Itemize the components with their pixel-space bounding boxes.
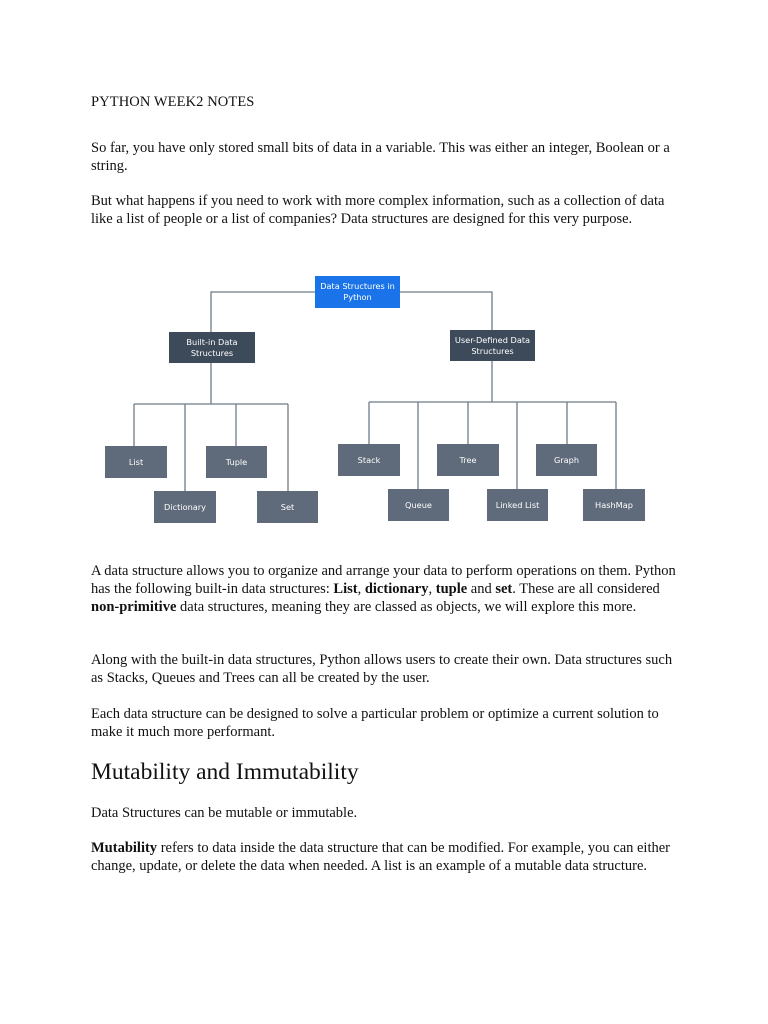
svg-text:Built-in Data: Built-in Data (186, 337, 237, 347)
bold-list: List (333, 581, 358, 597)
svg-text:Tree: Tree (458, 455, 476, 465)
node-set: Set (257, 491, 318, 523)
bold-dictionary: dictionary (364, 581, 429, 597)
svg-text:HashMap: HashMap (595, 500, 633, 510)
node-built-in: Built-in Data Structures (169, 332, 255, 363)
performance-paragraph: Each data structure can be designed to s… (91, 706, 659, 740)
node-user-defined: User-Defined Data Structures (450, 330, 535, 361)
node-queue: Queue (388, 489, 449, 521)
svg-text:Dictionary: Dictionary (164, 502, 206, 512)
bold-mutability: Mutability (91, 840, 158, 856)
mutability-paragraph: Mutability refers to data inside the dat… (91, 840, 671, 874)
intro-paragraph: So far, you have only stored small bits … (91, 140, 670, 174)
bold-non-primitive: non-primitive (91, 599, 177, 615)
user-defined-paragraph: Along with the built-in data structures,… (91, 652, 673, 686)
node-linked-list: Linked List (487, 489, 548, 521)
node-hashmap: HashMap (583, 489, 645, 521)
node-graph: Graph (536, 444, 597, 476)
svg-text:Structures: Structures (471, 346, 513, 356)
question-paragraph: But what happens if you need to work wit… (91, 193, 665, 227)
node-root: Data Structures in Python (315, 276, 400, 308)
svg-text:Data Structures in: Data Structures in (320, 281, 395, 291)
connector-lines (133, 291, 617, 491)
node-tree: Tree (437, 444, 499, 476)
svg-text:List: List (129, 457, 144, 467)
svg-text:Graph: Graph (554, 455, 579, 465)
svg-text:Queue: Queue (405, 500, 432, 510)
data-structure-paragraph: A data structure allows you to organize … (91, 563, 676, 615)
bold-set: set (495, 581, 513, 597)
svg-text:Python: Python (343, 292, 371, 302)
svg-text:User-Defined Data: User-Defined Data (455, 335, 530, 345)
svg-text:Tuple: Tuple (225, 457, 247, 467)
bold-tuple: tuple (435, 581, 468, 597)
svg-text:Structures: Structures (191, 348, 233, 358)
svg-text:Stack: Stack (358, 455, 381, 465)
node-stack: Stack (338, 444, 400, 476)
node-tuple: Tuple (206, 446, 267, 478)
mutable-intro-paragraph: Data Structures can be mutable or immuta… (91, 805, 358, 821)
svg-text:Set: Set (281, 502, 295, 512)
svg-text:Linked List: Linked List (496, 500, 540, 510)
node-dictionary: Dictionary (154, 491, 216, 523)
document-title: PYTHON WEEK2 NOTES (91, 94, 255, 110)
data-structures-diagram: Data Structures in Python Built-in Data … (105, 276, 645, 523)
section-heading: Mutability and Immutability (91, 759, 359, 785)
node-list: List (105, 446, 167, 478)
